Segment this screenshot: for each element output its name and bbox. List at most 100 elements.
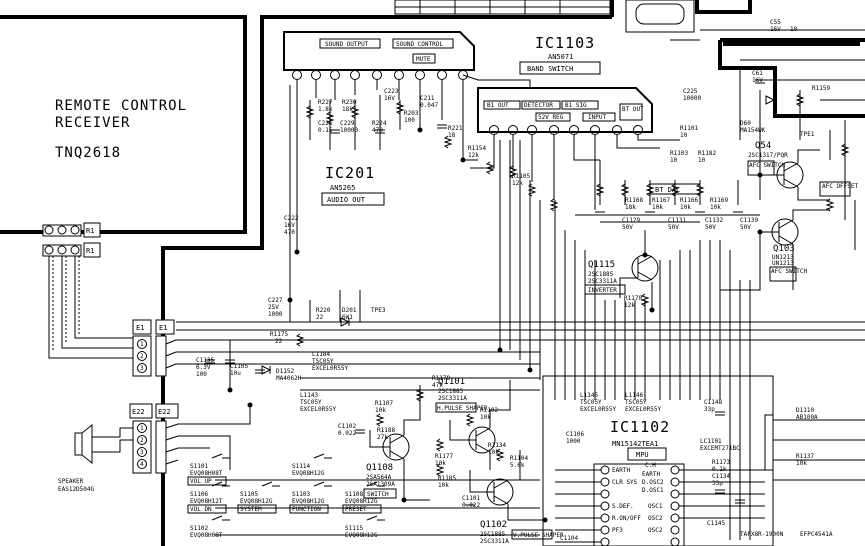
capacitor-symbol (645, 211, 655, 216)
capacitor-symbol (695, 211, 705, 216)
svg-text:R1167: R1167 (652, 197, 670, 204)
svg-text:18k: 18k (625, 204, 636, 211)
svg-text:100: 100 (404, 117, 415, 124)
resistor-symbol (508, 165, 518, 179)
resistor-symbol (375, 413, 385, 427)
switch-contact (211, 515, 230, 521)
remote-title-line2: RECEIVER (55, 115, 130, 131)
svg-text:MA154WK: MA154WK (740, 127, 766, 134)
switch-id: S1105 (240, 491, 258, 498)
ic1102-function: MPU (636, 451, 649, 459)
svg-text:E1: E1 (159, 324, 167, 332)
junction-dot (757, 172, 763, 178)
ic1102-name: IC1102 (610, 418, 670, 436)
svg-text:AB100A: AB100A (796, 414, 818, 421)
svg-text:33p: 33p (704, 406, 715, 413)
resistor-symbol (435, 463, 445, 477)
junction-dot (497, 347, 503, 353)
svg-text:D.OSC2: D.OSC2 (642, 479, 664, 486)
svg-text:INPUT: INPUT (588, 114, 606, 121)
transistor-q1108: Q1108 2SA564A 2SA1309A SWITCH (363, 433, 410, 499)
svg-text:R1182: R1182 (698, 150, 716, 157)
svg-text:C1102: C1102 (338, 423, 356, 430)
capacitor-symbol (375, 129, 385, 134)
junction-dot (460, 157, 466, 163)
capacitor-symbol (330, 129, 340, 134)
svg-text:DETECTOR: DETECTOR (524, 102, 553, 109)
svg-text:2SC3311A: 2SC3311A (480, 538, 509, 545)
svg-text:1: 1 (140, 425, 144, 432)
svg-text:R1107: R1107 (375, 400, 393, 407)
switch-part: EVQ08H08T (190, 532, 223, 539)
switch-part: EVQ08H12G (292, 470, 325, 477)
svg-text:EXCEL0R55Y: EXCEL0R55Y (300, 406, 337, 413)
svg-text:E22: E22 (132, 408, 145, 416)
svg-text:10k: 10k (680, 204, 691, 211)
resistor-symbol (350, 105, 360, 119)
svg-text:C1104: C1104 (560, 535, 578, 542)
ic201-function: AUDIO OUT (327, 196, 366, 204)
remote-control-receiver: REMOTE CONTROL RECEIVER TNQ2618 R1 R1 (42, 98, 186, 359)
svg-text:R1168: R1168 (625, 197, 643, 204)
svg-text:TSC05Y: TSC05Y (625, 399, 647, 406)
svg-text:EXCEL0R55Y: EXCEL0R55Y (312, 365, 349, 372)
resistor-symbol (670, 183, 680, 197)
switch-id: S1102 (190, 525, 208, 532)
svg-text:10000: 10000 (340, 127, 358, 134)
svg-text:R1175: R1175 (270, 331, 288, 338)
svg-text:H.PULSE SHAPER: H.PULSE SHAPER (437, 405, 488, 412)
svg-text:16V: 16V (384, 95, 395, 102)
svg-text:SWITCH: SWITCH (367, 491, 389, 498)
svg-text:25V: 25V (268, 304, 279, 311)
svg-text:EARTH: EARTH (642, 471, 660, 478)
svg-text:B1 SIG: B1 SIG (565, 102, 587, 109)
resistor-symbol (595, 183, 605, 197)
ic201-name: IC201 (325, 164, 375, 182)
svg-text:L1143: L1143 (300, 392, 318, 399)
svg-text:R203: R203 (404, 110, 419, 117)
resistor-symbol (415, 388, 425, 402)
svg-text:B1 OUT: B1 OUT (487, 102, 509, 109)
svg-text:C223: C223 (384, 88, 399, 95)
svg-text:EFPC4541A: EFPC4541A (800, 531, 833, 538)
svg-text:18: 18 (448, 132, 456, 139)
r1-bottom-label: R1 (86, 247, 94, 255)
junction-dot (757, 229, 763, 235)
resistor-symbol (640, 293, 650, 307)
svg-text:C1139: C1139 (740, 217, 758, 224)
resistor-symbol (825, 198, 835, 212)
svg-text:10k: 10k (438, 482, 449, 489)
svg-text:C1132: C1132 (705, 217, 723, 224)
svg-text:470: 470 (372, 127, 383, 134)
svg-text:C225: C225 (683, 88, 698, 95)
switch-label-box (289, 504, 329, 514)
svg-text:R230: R230 (342, 99, 357, 106)
resistor-symbol (645, 183, 655, 197)
switch-contact (211, 481, 230, 487)
resistor-symbol (527, 183, 537, 197)
svg-text:R1154: R1154 (468, 145, 486, 152)
svg-text:5.6k: 5.6k (510, 462, 525, 469)
svg-text:4: 4 (140, 461, 144, 468)
switch-id: S1114 (292, 463, 310, 470)
svg-text:0.022: 0.022 (462, 502, 480, 509)
svg-text:TPE1: TPE1 (800, 131, 815, 138)
svg-text:10000: 10000 (683, 95, 701, 102)
svg-text:MA4062H: MA4062H (276, 375, 302, 382)
svg-text:2SA564A: 2SA564A (366, 474, 392, 481)
capacitor-symbol (735, 499, 745, 504)
svg-text:0.047: 0.047 (420, 102, 438, 109)
svg-text:2SC1885: 2SC1885 (438, 388, 464, 395)
passive-components (205, 79, 850, 523)
svg-text:1000: 1000 (268, 311, 283, 318)
svg-text:6.3V: 6.3V (196, 364, 211, 371)
svg-text:R1105: R1105 (438, 475, 456, 482)
svg-text:10: 10 (698, 157, 706, 164)
svg-text:22: 22 (275, 338, 283, 345)
svg-text:10: 10 (680, 132, 688, 139)
transistor-q103: Q103 UN1213 UN1213 AFC SWITCH (769, 218, 808, 282)
capacitor-symbol (715, 489, 725, 494)
svg-text:AFC SWITCH: AFC SWITCH (749, 162, 786, 169)
